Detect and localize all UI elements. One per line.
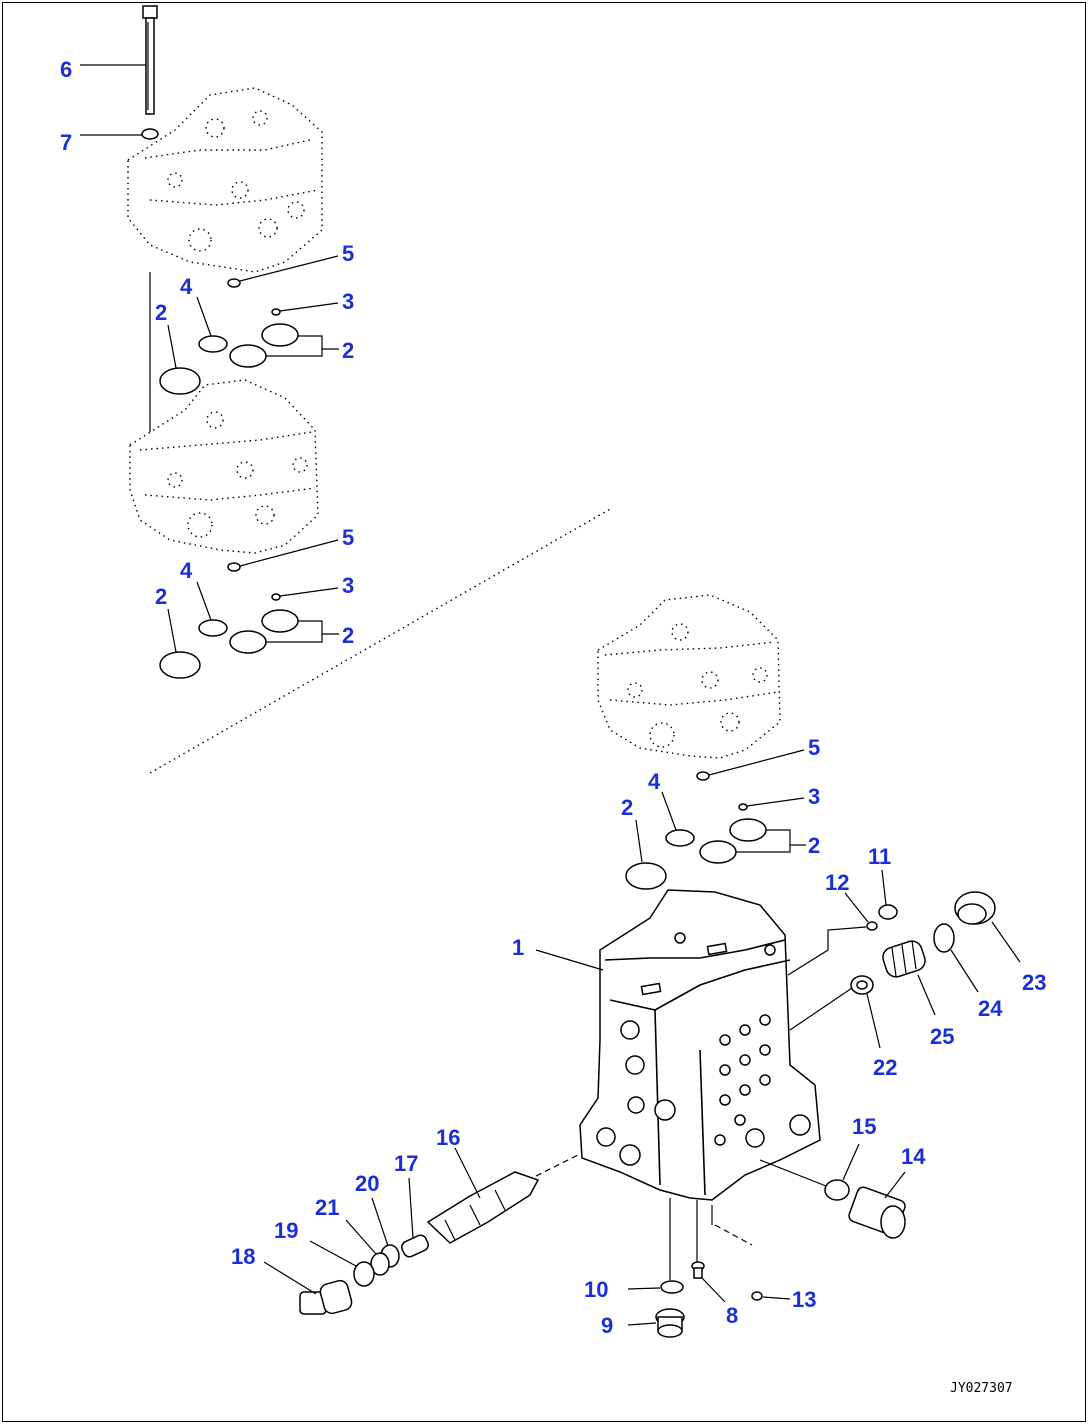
callout-label: 5 <box>342 525 354 550</box>
callout-label: 2 <box>808 833 820 858</box>
callout-label: 5 <box>808 735 820 760</box>
plug-9 <box>655 1308 685 1338</box>
valve-section-lower <box>597 594 781 759</box>
callout-label: 24 <box>978 996 1003 1021</box>
o-ring-15 <box>824 1179 850 1201</box>
plug-11 <box>878 904 898 920</box>
callout-label: 15 <box>852 1114 876 1139</box>
callout-label: 2 <box>342 338 354 363</box>
tie-bolt <box>142 5 158 432</box>
seat-22 <box>850 975 874 995</box>
o-ring-19 <box>353 1261 375 1287</box>
callout-label: 14 <box>901 1144 926 1169</box>
valve-section-middle <box>129 379 319 554</box>
plug-23 <box>954 891 996 925</box>
plug-13 <box>751 1291 763 1301</box>
callout-label: 19 <box>274 1218 298 1243</box>
callout-label: 3 <box>342 573 354 598</box>
assembly-lines <box>535 926 867 1280</box>
callout-label: 10 <box>584 1277 608 1302</box>
callout-label: 9 <box>601 1313 613 1338</box>
washer <box>141 128 159 140</box>
screw-8 <box>691 1261 705 1279</box>
callout-label: 18 <box>231 1244 255 1269</box>
callout-label: 4 <box>180 558 193 583</box>
section-divider <box>149 507 613 774</box>
callout-label: 2 <box>342 623 354 648</box>
o-ring-21 <box>370 1252 390 1276</box>
o-ring-12 <box>866 921 878 931</box>
spring-17 <box>401 1234 429 1258</box>
o-ring-24 <box>933 923 955 953</box>
callout-label: 3 <box>342 289 354 314</box>
drawing-code: JY027307 <box>950 1381 1013 1396</box>
callout-label: 16 <box>436 1125 460 1150</box>
callout-label: 2 <box>155 584 167 609</box>
callout-label: 3 <box>808 784 820 809</box>
callout-label: 8 <box>726 1303 738 1328</box>
callout-label: 21 <box>315 1195 339 1220</box>
seal-group-3 <box>625 771 767 890</box>
o-ring-10 <box>660 1280 684 1294</box>
callout-label: 6 <box>60 57 72 82</box>
leader-lines <box>80 64 1021 1326</box>
spring-25 <box>882 940 926 978</box>
callout-label: 11 <box>868 844 891 869</box>
callout-label: 2 <box>621 795 633 820</box>
callout-label: 12 <box>825 870 849 895</box>
callout-label: 13 <box>792 1287 816 1312</box>
callout-label: 4 <box>180 274 193 299</box>
main-valve-body <box>579 889 821 1201</box>
callout-labels: 6 7 5 4 3 2 2 5 4 3 2 2 5 4 3 2 2 1 11 1… <box>60 57 1046 1338</box>
valve-section-upper <box>127 87 323 273</box>
callout-label: 22 <box>873 1055 897 1080</box>
callout-label: 25 <box>930 1024 954 1049</box>
callout-label: 5 <box>342 241 354 266</box>
callout-label: 20 <box>355 1171 379 1196</box>
plug-18 <box>299 1279 353 1315</box>
callout-label: 2 <box>155 300 167 325</box>
spool-16 <box>426 1171 540 1244</box>
callout-label: 4 <box>648 769 661 794</box>
seal-group-2 <box>159 562 299 679</box>
callout-label: 1 <box>512 935 524 960</box>
plug-14 <box>848 1186 906 1239</box>
callout-label: 23 <box>1022 970 1046 995</box>
callout-label: 7 <box>60 130 72 155</box>
callout-label: 17 <box>394 1151 418 1176</box>
